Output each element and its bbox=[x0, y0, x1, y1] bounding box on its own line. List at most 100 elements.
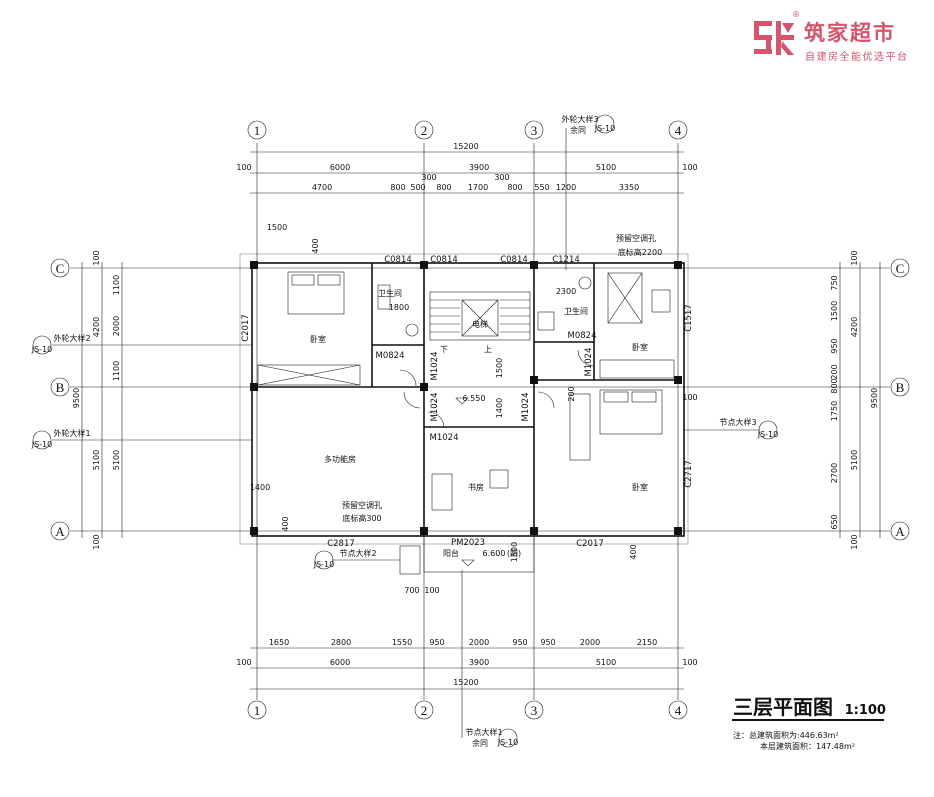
brand-name: 筑家超市 bbox=[804, 21, 896, 45]
furniture bbox=[257, 271, 675, 511]
down-mark: 下 bbox=[440, 345, 448, 354]
dim-top-detail-1: 4700 bbox=[312, 183, 332, 192]
opening-m0824-right: M0824 bbox=[568, 331, 597, 341]
dim-top-span-2: 3900 bbox=[469, 163, 489, 172]
axis-label-2-top: 2 bbox=[421, 123, 428, 138]
opening-m1024-a: M1024 bbox=[430, 352, 440, 381]
note-ac-hole-bottom: 预留空调孔 bbox=[342, 500, 382, 510]
dim-right-detail-4: 200 bbox=[830, 364, 839, 379]
chair-ne bbox=[651, 289, 671, 313]
dim-right-detail-7: 2700 bbox=[830, 463, 839, 483]
toilet-right bbox=[578, 276, 592, 290]
room-bedroom-ne: 卧室 bbox=[632, 342, 648, 352]
axis-label-c-right: C bbox=[896, 261, 905, 276]
dim-bottom-edge-right: 100 bbox=[682, 658, 697, 667]
axis-label-b-right: B bbox=[896, 380, 905, 395]
opening-m1024-b: M1024 bbox=[430, 393, 440, 422]
opening-c0814-2: C0814 bbox=[430, 255, 458, 265]
axis-label-4-top: 4 bbox=[675, 123, 682, 138]
callout-detail-bottom-left-ref: JS-10 bbox=[313, 560, 335, 569]
bed-nw bbox=[287, 271, 345, 315]
dim-top-edge-left: 100 bbox=[236, 163, 251, 172]
opening-m0824-left: M0824 bbox=[376, 351, 405, 361]
title-underline bbox=[732, 719, 884, 721]
dim-top-total: 15200 bbox=[453, 142, 478, 151]
dim-top-span-1: 6000 bbox=[330, 163, 350, 172]
toilet-left bbox=[405, 323, 419, 337]
dim-left-detail-3: 1100 bbox=[112, 361, 121, 381]
drawing-title: 三层平面图 bbox=[733, 695, 833, 719]
callout-detail-bottom-ref: JS-10 bbox=[497, 738, 519, 747]
opening-pm2023: PM2023 bbox=[451, 538, 485, 548]
dim-1500: 1500 bbox=[267, 223, 287, 232]
level-floor: 6.550 bbox=[463, 394, 486, 403]
dim-bottom-detail-5: 2000 bbox=[469, 638, 489, 647]
dim-bottom-span-2: 3900 bbox=[469, 658, 489, 667]
dim-100-bottom: 100 bbox=[424, 586, 439, 595]
dim-top-detail-6: 800 bbox=[507, 183, 522, 192]
dim-top-detail-4: 800 bbox=[436, 183, 451, 192]
axis-label-3-bottom: 3 bbox=[531, 703, 538, 718]
right-dimensions: 750 1500 950 200 800 1750 2700 650 4200 … bbox=[830, 250, 881, 550]
callout-detail-right: 节点大样3 bbox=[719, 417, 756, 427]
axis-label-3-top: 3 bbox=[531, 123, 538, 138]
dim-bottom-detail-2: 2800 bbox=[331, 638, 351, 647]
dim-400-top: 400 bbox=[311, 238, 320, 253]
opening-c2017-bottom: C2017 bbox=[576, 539, 604, 549]
dim-top-300a: 300 bbox=[421, 173, 436, 182]
stairs bbox=[429, 291, 531, 341]
note-ac-hole-top: 预留空调孔 bbox=[616, 233, 656, 243]
dim-400-right: 400 bbox=[629, 544, 638, 559]
wardrobe-se bbox=[569, 393, 591, 461]
dim-top-detail-5: 1700 bbox=[468, 183, 488, 192]
opening-c2817: C2817 bbox=[327, 539, 355, 549]
dim-right-detail-6: 1750 bbox=[830, 401, 839, 421]
dim-left-detail-1: 1100 bbox=[112, 275, 121, 295]
opening-c0814-1: C0814 bbox=[384, 255, 412, 265]
dim-bottom-span-3: 5100 bbox=[596, 658, 616, 667]
dim-bottom-span-1: 6000 bbox=[330, 658, 350, 667]
dim-right-detail-3: 950 bbox=[830, 338, 839, 353]
dim-1500-b: 1500 bbox=[495, 358, 504, 378]
room-bath-right: 卫生间 bbox=[564, 306, 588, 316]
callout-detail-top-same: 余同 bbox=[570, 125, 586, 135]
opening-c2017-left: C2017 bbox=[241, 314, 251, 342]
room-bedroom-nw: 卧室 bbox=[310, 334, 326, 344]
dim-right-detail-8: 650 bbox=[830, 514, 839, 529]
dim-2300: 2300 bbox=[556, 287, 576, 296]
dim-top-detail-9: 3350 bbox=[619, 183, 639, 192]
dim-right-total: 9500 bbox=[870, 388, 879, 408]
callout-detail-top-ref: JS-10 bbox=[594, 124, 616, 133]
axis-bubbles: 1 2 3 4 1 2 3 4 C B A C B A bbox=[50, 120, 910, 720]
dim-left-total: 9500 bbox=[72, 388, 81, 408]
dim-100-right: 100 bbox=[682, 393, 697, 402]
brand-logo-icon bbox=[754, 21, 794, 55]
sink-right bbox=[537, 311, 555, 331]
callout-detail-left-1: 外轮大样2 bbox=[53, 333, 90, 343]
level-balcony-suffix: (阳) bbox=[507, 549, 521, 558]
left-dimensions: 9500 4200 5100 100 100 1100 2000 1100 51… bbox=[72, 250, 123, 550]
level-marks: 6.550 6.600 (阳) 1800 2300 1500 1400 1400… bbox=[250, 287, 698, 567]
callout-detail-left-2-ref: JS-10 bbox=[31, 440, 53, 449]
room-bath-left: 卫生间 bbox=[378, 288, 402, 298]
room-study: 书房 bbox=[468, 482, 484, 492]
dim-bottom-detail-9: 2150 bbox=[637, 638, 657, 647]
room-elevator: 电梯 bbox=[472, 319, 488, 329]
axis-grid bbox=[70, 143, 890, 700]
opening-c0814-3: C0814 bbox=[500, 255, 528, 265]
bed-ne bbox=[607, 272, 643, 324]
callout-detail-left-2: 外轮大样1 bbox=[53, 428, 90, 438]
axis-label-a-right: A bbox=[895, 524, 905, 539]
dim-left-span-2: 5100 bbox=[92, 450, 101, 470]
axis-label-b-left: B bbox=[56, 380, 65, 395]
dim-200: 200 bbox=[567, 386, 576, 401]
room-labels: 卧室 卫生间 卫生间 电梯 多功能房 书房 卧室 卧室 阳台 bbox=[310, 288, 648, 558]
room-bedroom-se: 卧室 bbox=[632, 482, 648, 492]
up-mark: 上 bbox=[484, 345, 492, 354]
chair-study bbox=[489, 469, 509, 489]
callout-detail-bottom-left: 节点大样2 bbox=[339, 548, 376, 558]
callout-detail-left-1-ref: JS-10 bbox=[31, 345, 53, 354]
dim-top-detail-3: 500 bbox=[410, 183, 425, 192]
note-total-area: 注：总建筑面积为:446.63m² bbox=[733, 731, 839, 740]
walls bbox=[250, 261, 685, 575]
